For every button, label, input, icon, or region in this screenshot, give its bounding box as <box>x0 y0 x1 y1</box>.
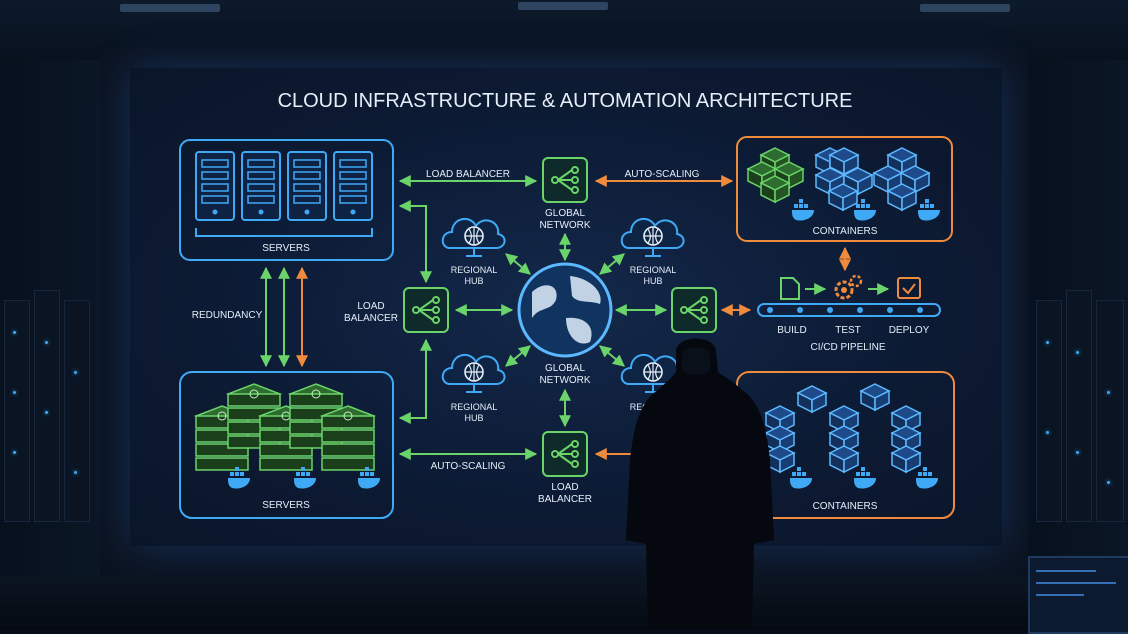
container-cube-icon <box>829 445 859 473</box>
deploy-check-icon <box>897 277 921 299</box>
pipeline-step-test: TEST <box>835 325 861 336</box>
container-cube-icon <box>891 445 921 473</box>
pipeline-step-deploy: DEPLOY <box>889 325 930 336</box>
server-rack <box>64 300 90 522</box>
regional-hub-label: HUB <box>464 413 483 423</box>
load-balancer-top-label: LOAD BALANCER <box>426 169 510 180</box>
ceiling-light <box>518 2 608 10</box>
server-stack-icon <box>321 405 375 471</box>
auto-scaling-bottom-label: AUTO-SCALING <box>431 461 506 472</box>
containers-top-label: CONTAINERS <box>813 226 878 237</box>
docker-whale-icon <box>916 467 938 489</box>
cloud-icon <box>620 217 685 257</box>
servers-top-label: SERVERS <box>262 243 310 254</box>
servers-panel-bottom: SERVERS <box>179 371 394 519</box>
network-hub-icon <box>542 157 588 203</box>
cicd-pipeline: BUILD TEST DEPLOY CI/CD PIPELINE <box>757 274 941 353</box>
network-hub-icon <box>671 287 717 333</box>
regional-hub-label: REGIONAL <box>630 402 677 412</box>
server-rack <box>4 300 30 522</box>
monitor-graphic <box>1036 570 1096 572</box>
server-rack <box>1096 300 1124 522</box>
network-hub-icon <box>542 431 588 477</box>
conveyor-belt <box>757 303 941 317</box>
servers-bottom-label: SERVERS <box>262 500 310 511</box>
cloud-icon <box>441 353 506 393</box>
load-balancer-bottom-line2: BALANCER <box>538 494 592 505</box>
desk-monitor <box>1028 556 1128 634</box>
document-icon <box>780 277 800 300</box>
regional-hub-label: REGIONAL <box>630 265 677 275</box>
docker-whale-icon <box>854 467 876 489</box>
docker-whale-icon <box>918 199 940 221</box>
docker-whale-icon <box>790 467 812 489</box>
container-cube-icon <box>860 383 890 411</box>
containers-bottom-label: CONTAINERS <box>813 501 878 512</box>
server-icon <box>195 151 235 221</box>
network-hub-icon <box>403 287 449 333</box>
global-network-center-line2: NETWORK <box>539 375 590 386</box>
global-network-center-line1: GLOBAL <box>545 363 585 374</box>
server-icon <box>241 151 281 221</box>
floor <box>0 576 1128 630</box>
load-balancer-left-line2: BALANCER <box>344 313 398 324</box>
pipeline-label: CI/CD PIPELINE <box>810 342 885 353</box>
auto-scaling-top-label: AUTO-SCALING <box>625 169 700 180</box>
diagram-title: CLOUD INFRASTRUCTURE & AUTOMATION ARCHIT… <box>278 90 853 112</box>
container-cube-icon <box>797 385 827 413</box>
cloud-icon <box>620 353 685 393</box>
regional-hub-label: REGIONAL <box>451 402 498 412</box>
docker-whale-icon <box>792 199 814 221</box>
containers-panel-top: CONTAINERS <box>736 136 953 242</box>
monitor-graphic <box>1036 594 1084 596</box>
ceiling-light <box>120 4 220 12</box>
ceiling-light <box>920 4 1010 12</box>
server-rack <box>34 290 60 522</box>
server-icon <box>287 151 327 221</box>
cloud-icon <box>441 217 506 257</box>
globe-icon <box>517 262 613 358</box>
global-network-top-line2: NETWORK <box>539 220 590 231</box>
global-network-top-line1: GLOBAL <box>545 208 585 219</box>
server-icon <box>333 151 373 221</box>
regional-hub-label: HUB <box>643 413 662 423</box>
load-balancer-bottom-line1: LOAD <box>551 482 578 493</box>
redundancy-label: REDUNDANCY <box>192 310 263 321</box>
gear-icon <box>834 274 863 300</box>
regional-hub-label: HUB <box>643 276 662 286</box>
monitor-graphic <box>1036 582 1116 584</box>
regional-hub-label: HUB <box>464 276 483 286</box>
server-rack <box>1066 290 1092 522</box>
regional-hub-label: REGIONAL <box>451 265 498 275</box>
containers-panel-bottom: CONTAINERS <box>736 371 955 519</box>
server-rack <box>1036 300 1062 522</box>
load-balancer-left-line1: LOAD <box>357 301 384 312</box>
container-cube-icon <box>765 445 795 473</box>
pipeline-step-build: BUILD <box>777 325 806 336</box>
servers-panel-top: SERVERS <box>179 139 394 261</box>
